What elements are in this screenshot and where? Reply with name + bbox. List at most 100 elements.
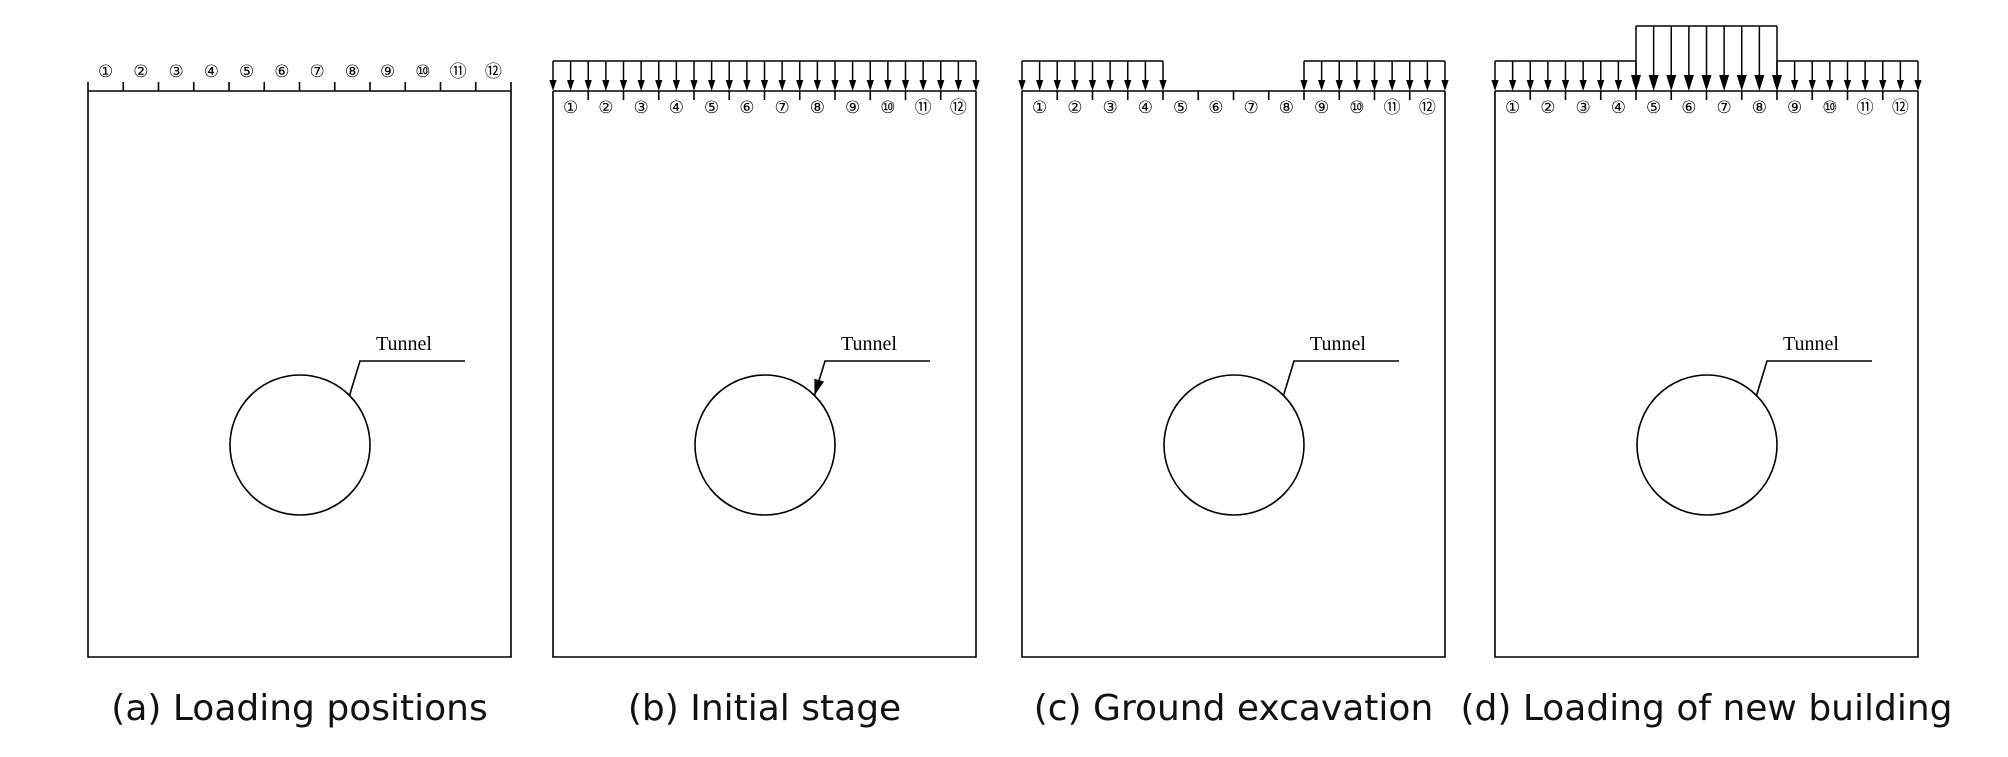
loading-position-number: ⑩	[880, 98, 895, 118]
loading-position-number: ⑥	[739, 98, 754, 118]
tunnel-label: Tunnel	[376, 333, 432, 355]
surcharge-load	[1773, 60, 1922, 91]
panel-caption: (b) Initial stage	[628, 688, 901, 729]
loading-position-number: ⑥	[1208, 98, 1223, 118]
loading-position-number: ⑨	[1787, 98, 1802, 118]
load-arrow-head	[1666, 75, 1677, 91]
loading-position-number: ⑪	[1857, 98, 1874, 118]
loading-position-number: ⑪	[450, 62, 467, 82]
load-arrow-head	[672, 80, 680, 91]
loading-position-number: ⑤	[1646, 98, 1661, 118]
load-arrow-head	[1491, 80, 1499, 91]
load-arrow-head	[1509, 80, 1517, 91]
load-arrow-head	[1036, 80, 1044, 91]
ground-box	[1494, 91, 1919, 658]
load-arrow-head	[1736, 75, 1747, 91]
load-arrow-head	[1791, 80, 1799, 91]
load-arrow-head	[1544, 80, 1552, 91]
loading-position-number: ⑦	[1244, 98, 1259, 118]
tunnel-leader-line	[348, 360, 465, 396]
load-arrow-head	[1141, 80, 1149, 91]
load-arrow-head	[1826, 80, 1834, 91]
loading-position-number: ⑨	[1314, 98, 1329, 118]
load-arrow-head	[1300, 80, 1308, 91]
load-arrow-head	[972, 80, 980, 91]
tunnel-leader-line	[1282, 360, 1399, 396]
load-arrow-head	[849, 80, 857, 91]
load-arrow-head	[1754, 75, 1765, 91]
ground-box	[552, 91, 977, 658]
load-arrow-head	[1526, 80, 1534, 91]
loading-position-number: ⑧	[810, 98, 825, 118]
loading-position-number: ⑤	[1173, 98, 1188, 118]
tunnel-label: Tunnel	[1783, 333, 1839, 355]
load-arrow-head	[584, 80, 592, 91]
load-arrow-head	[831, 80, 839, 91]
panel-caption: (d) Loading of new building	[1460, 688, 1952, 729]
load-arrow-head	[743, 80, 751, 91]
load-arrow-head	[1879, 80, 1887, 91]
load-arrow-head	[1423, 80, 1431, 91]
load-arrow-head	[725, 80, 733, 91]
load-arrow-head	[1896, 80, 1904, 91]
load-arrow-head	[1335, 80, 1343, 91]
tunnel-circle	[229, 374, 371, 516]
load-arrow-head	[884, 80, 892, 91]
load-arrow-head	[813, 80, 821, 91]
loading-position-number: ③	[634, 98, 649, 118]
loading-position-number: ①	[1505, 98, 1520, 118]
loading-position-number: ①	[98, 62, 113, 82]
loading-position-number: ④	[669, 98, 684, 118]
load-arrow-head	[708, 80, 716, 91]
loading-position-number: ⑨	[845, 98, 860, 118]
loading-position-number: ⑦	[775, 98, 790, 118]
loading-position-number: ①	[1032, 98, 1047, 118]
loading-position-number: ②	[598, 98, 613, 118]
tunnel-label: Tunnel	[1310, 333, 1366, 355]
load-arrow-head	[1088, 80, 1097, 91]
loading-position-number: ⑪	[915, 98, 932, 118]
load-arrow-head	[637, 80, 645, 91]
load-arrow-head	[1719, 75, 1730, 91]
tunnel-pointer-arrow-head	[814, 378, 824, 396]
loading-position-number: ③	[169, 62, 184, 82]
load-arrow-head	[1353, 80, 1361, 91]
surcharge-load	[1018, 60, 1167, 91]
tunnel-circle	[1163, 374, 1305, 516]
load-arrow-head	[937, 80, 945, 91]
loading-position-number: ⑦	[1717, 98, 1732, 118]
ground-box	[1021, 91, 1446, 658]
loading-position-number: ⑤	[704, 98, 719, 118]
loading-position-number: ⑧	[1752, 98, 1767, 118]
loading-position-number: ③	[1576, 98, 1591, 118]
surcharge-load	[1491, 60, 1640, 91]
loading-position-number: ⑫	[950, 98, 967, 118]
loading-position-number: ⑩	[1822, 98, 1837, 118]
surcharge-load	[1300, 60, 1449, 91]
loading-position-number: ⑫	[1419, 98, 1436, 118]
load-arrow-head	[760, 80, 769, 91]
load-arrow-head	[1648, 75, 1659, 91]
building-load	[1631, 25, 1782, 91]
tunnel-circle	[694, 374, 836, 516]
loading-position-number: ④	[1611, 98, 1626, 118]
load-arrow-head	[1561, 80, 1570, 91]
loading-position-number: ⑥	[1681, 98, 1696, 118]
panel-caption: (a) Loading positions	[111, 688, 487, 729]
load-arrow-head	[1701, 75, 1712, 91]
load-arrow-head	[1053, 80, 1061, 91]
load-arrow-head	[1614, 80, 1622, 91]
load-arrow-head	[1773, 80, 1781, 91]
load-arrow-head	[655, 80, 663, 91]
load-arrow-head	[901, 80, 910, 91]
load-arrow-head	[1843, 80, 1852, 91]
tunnel-label: Tunnel	[841, 333, 897, 355]
load-arrow-head	[1861, 80, 1869, 91]
loading-position-number: ⑧	[345, 62, 360, 82]
load-arrow-head	[1159, 80, 1167, 91]
load-arrow-head	[1597, 80, 1605, 91]
load-arrow-head	[954, 80, 962, 91]
